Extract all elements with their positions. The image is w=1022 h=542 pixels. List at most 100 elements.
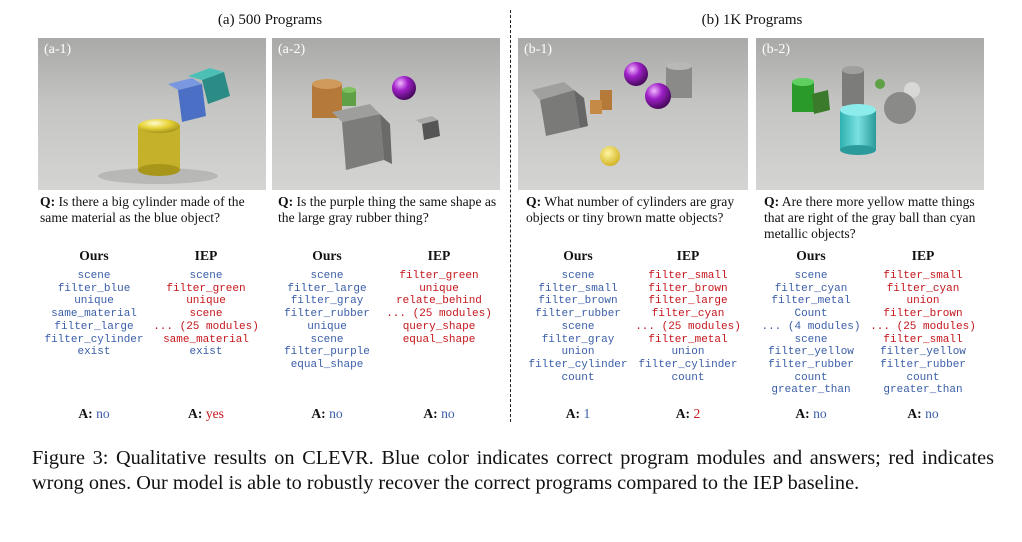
program-module: filter_small xyxy=(538,282,618,295)
answer-a1-ours: A: no xyxy=(38,406,150,422)
program-module: scene xyxy=(189,270,223,282)
program-module: exist xyxy=(189,346,223,359)
question-text: Is the purple thing the same shape as th… xyxy=(278,194,497,225)
answer-a2-iep: A: no xyxy=(383,406,495,422)
program-module: filter_brown xyxy=(883,308,963,321)
render-a2: (a-2) xyxy=(272,38,500,190)
program-module: scene xyxy=(561,320,595,333)
answer-prefix: A: xyxy=(907,406,922,421)
answer-b2-iep: A: no xyxy=(867,406,979,422)
program-module: filter_metal xyxy=(771,295,851,308)
program-module: union xyxy=(906,295,940,308)
program-module: ... (25 modules) xyxy=(635,320,741,333)
panel-tag: (b-2) xyxy=(762,42,790,57)
program-module: filter_small xyxy=(883,270,963,282)
answer-a2-ours: A: no xyxy=(271,406,383,422)
program-module: filter_cyan xyxy=(774,282,848,295)
program-module: filter_large xyxy=(287,282,367,295)
program-module: equal_shape xyxy=(290,358,364,371)
program-module: filter_rubber xyxy=(535,308,621,321)
program-module: union xyxy=(671,346,705,359)
answer-value: yes xyxy=(205,406,224,421)
panel-tag: (a-1) xyxy=(44,42,72,57)
program-module: filter_green xyxy=(399,270,479,282)
program-module: same_material xyxy=(163,333,249,346)
answer-a1-iep: A: yes xyxy=(150,406,262,422)
panel-tag: (b-1) xyxy=(524,42,552,57)
program-module: scene xyxy=(310,270,344,282)
program-module: Count xyxy=(794,308,828,321)
program-module: scene xyxy=(561,270,595,282)
program-module: count xyxy=(906,371,940,384)
program-module: exist xyxy=(77,346,111,359)
group-title-1k: (b) 1K Programs xyxy=(701,12,803,28)
program-module: union xyxy=(561,346,595,359)
answer-prefix: A: xyxy=(423,406,438,421)
program-module: filter_brown xyxy=(648,282,728,295)
answer-prefix: A: xyxy=(78,406,93,421)
question-prefix: Q: xyxy=(526,194,542,209)
panel-tag: (a-2) xyxy=(278,42,306,57)
answer-value: 2 xyxy=(693,406,701,421)
render-a1: (a-1) xyxy=(38,38,266,190)
program-module: ... (25 modules) xyxy=(870,320,976,333)
program-module: filter_large xyxy=(648,295,728,308)
question-text: Are there more yellow matte things that … xyxy=(764,194,976,241)
answer-value: 1 xyxy=(583,406,591,421)
answer-prefix: A: xyxy=(795,406,810,421)
program-module: count xyxy=(561,371,595,384)
program-module: scene xyxy=(794,333,828,346)
program-module: filter_large xyxy=(54,320,134,333)
program-module: filter_cylinder xyxy=(528,358,628,371)
program-module: filter_cylinder xyxy=(638,358,738,371)
answer-b1-iep: A: 2 xyxy=(632,406,744,422)
program-module: equal_shape xyxy=(402,333,476,346)
program-module: filter_yellow xyxy=(880,346,966,359)
question-a2: Q: Is the purple thing the same shape as… xyxy=(278,194,508,226)
program-module: filter_cyan xyxy=(651,308,725,321)
question-text: Is there a big cylinder made of the same… xyxy=(40,194,245,225)
program-module: greater_than xyxy=(771,384,851,397)
program-module: filter_green xyxy=(166,282,246,295)
answer-value: no xyxy=(813,406,827,421)
program-module: filter_brown xyxy=(538,295,618,308)
program-module: filter_metal xyxy=(648,333,728,346)
group-divider xyxy=(510,10,511,422)
col-header-ours: Ours xyxy=(79,248,109,263)
program-module: scene xyxy=(310,333,344,346)
program-module: ... (4 modules) xyxy=(761,320,861,333)
program-module: filter_small xyxy=(883,333,963,346)
program-module: ... (25 modules) xyxy=(153,320,259,333)
program-module: unique xyxy=(74,295,114,308)
answer-value: no xyxy=(96,406,110,421)
program-module: filter_rubber xyxy=(768,358,854,371)
program-module: filter_rubber xyxy=(284,308,370,321)
program-module: relate_behind xyxy=(396,295,482,308)
render-b1: (b-1) xyxy=(518,38,748,190)
program-module: filter_rubber xyxy=(880,358,966,371)
answer-value: no xyxy=(329,406,343,421)
col-header-iep: IEP xyxy=(911,248,935,263)
program-module: filter_cylinder xyxy=(44,333,144,346)
program-module: filter_purple xyxy=(284,346,370,359)
program-module: filter_cyan xyxy=(886,282,960,295)
program-module: greater_than xyxy=(883,384,963,397)
program-module: count xyxy=(794,371,828,384)
program-module: count xyxy=(671,371,705,384)
program-module: unique xyxy=(419,282,459,295)
answer-b2-ours: A: no xyxy=(755,406,867,422)
program-module: filter_blue xyxy=(57,282,131,295)
col-header-ours: Ours xyxy=(796,248,826,263)
program-module: scene xyxy=(77,270,111,282)
answer-prefix: A: xyxy=(311,406,326,421)
program-module: filter_gray xyxy=(541,333,615,346)
col-header-ours: Ours xyxy=(563,248,593,263)
question-text: What number of cylinders are gray object… xyxy=(526,194,735,225)
question-prefix: Q: xyxy=(40,194,56,209)
col-header-iep: IEP xyxy=(676,248,700,263)
program-module: filter_gray xyxy=(290,295,364,308)
col-header-ours: Ours xyxy=(312,248,342,263)
